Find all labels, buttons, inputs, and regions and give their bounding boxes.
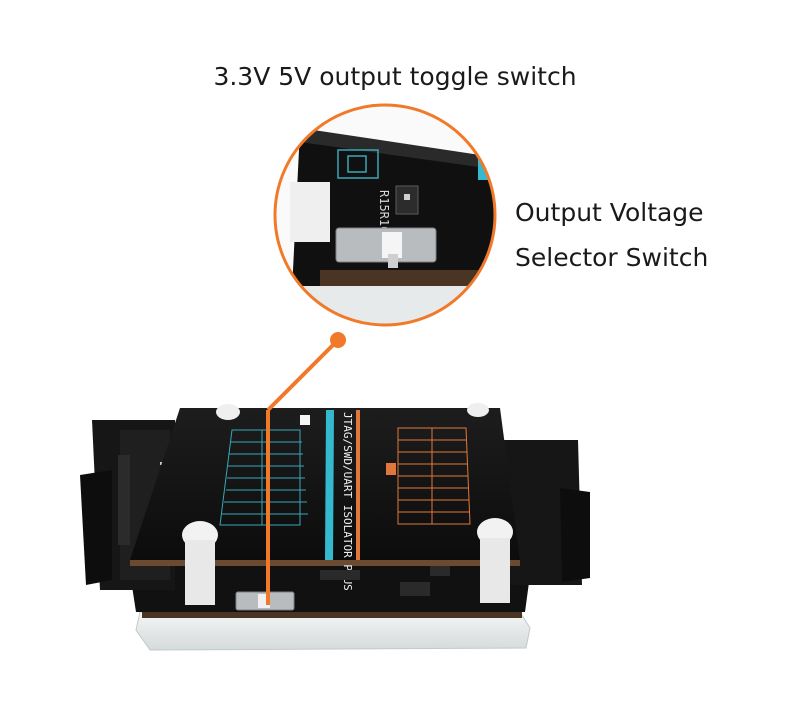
callout-pointer [266, 332, 346, 605]
silk-square [300, 415, 310, 425]
right-caption-line1: Output Voltage [515, 198, 704, 227]
cyan-stripe [325, 410, 334, 560]
isolator-board: JTAG/SWD/UART ISOLATOR PLUS [80, 403, 590, 651]
voltage-selector-switch [235, 591, 295, 611]
right-pin-table [397, 427, 471, 525]
board-title-silk: JTAG/SWD/UART ISOLATOR PLUS [341, 412, 354, 591]
silk-square-orange [386, 463, 396, 475]
top-pcb [130, 408, 520, 560]
orange-stripe [356, 410, 360, 560]
smd-components [320, 566, 450, 596]
right-caption-line2: Selector Switch [515, 243, 709, 272]
top-caption: 3.3V 5V output toggle switch [213, 62, 577, 91]
zoom-detail-circle: R15R16 [273, 103, 497, 327]
nylon-standoffs [182, 403, 513, 605]
zoom-silk: R15R16 [377, 190, 391, 233]
